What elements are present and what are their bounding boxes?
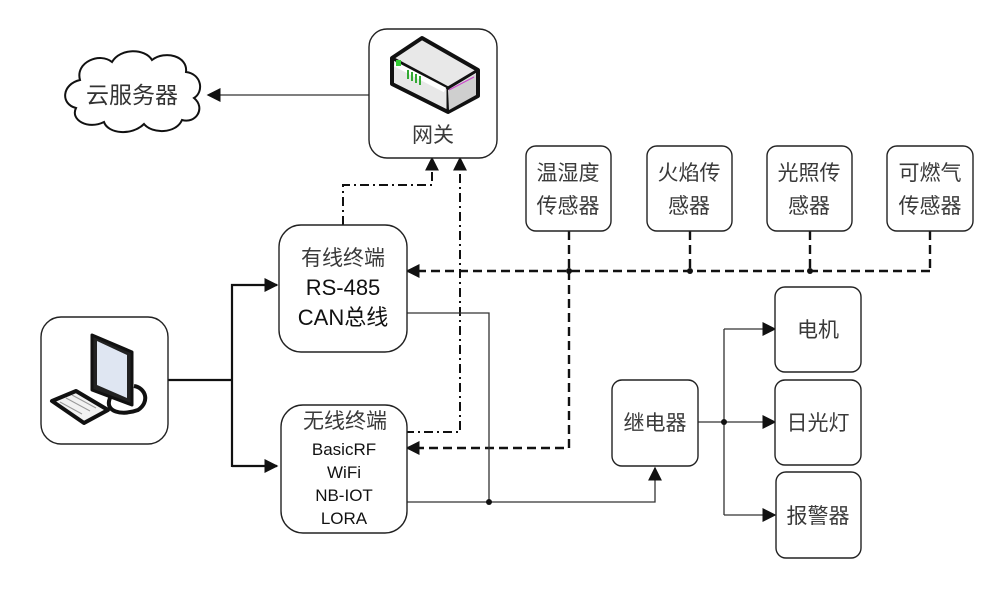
wireless-terminal-node[interactable]: 无线终端 BasicRF WiFi NB-IOT LORA bbox=[280, 404, 408, 534]
sensor-label-line2: 感器 bbox=[788, 194, 830, 218]
edge-wired-to-gateway bbox=[342, 156, 439, 225]
sensor-label-line2: 感器 bbox=[668, 194, 710, 218]
edge-terminals-to-relay bbox=[407, 312, 662, 505]
wireless-protocol-wifi: WiFi bbox=[327, 463, 361, 482]
sensor-label-line2: 传感器 bbox=[899, 194, 962, 218]
sensor-node-gas[interactable]: 可燃气 传感器 bbox=[886, 145, 974, 232]
edge-sensor-bus bbox=[405, 231, 932, 455]
sensor-node-flame[interactable]: 火焰传 感器 bbox=[646, 145, 733, 232]
edge-relay-to-actuators bbox=[698, 322, 777, 522]
relay-node[interactable]: 继电器 bbox=[611, 379, 699, 467]
actuator-label: 电机 bbox=[797, 318, 839, 342]
wired-terminal-title: 有线终端 bbox=[301, 246, 385, 270]
edge-pc-to-terminals bbox=[168, 278, 279, 473]
sensor-label-line1: 火焰传 bbox=[658, 161, 721, 185]
gateway-node[interactable]: 网关 bbox=[368, 28, 498, 159]
gateway-label: 网关 bbox=[412, 123, 454, 147]
wireless-protocol-lora: LORA bbox=[321, 509, 368, 528]
pc-node[interactable] bbox=[40, 316, 169, 445]
computer-icon bbox=[50, 333, 148, 425]
wired-terminal-node[interactable]: 有线终端 RS-485 CAN总线 bbox=[278, 224, 408, 353]
sensor-label-line1: 温湿度 bbox=[537, 161, 600, 185]
sensor-label-line2: 传感器 bbox=[537, 194, 600, 218]
sensor-node-light[interactable]: 光照传 感器 bbox=[766, 145, 853, 232]
wired-terminal-protocol-can: CAN总线 bbox=[298, 305, 388, 330]
wireless-protocol-basicrf: BasicRF bbox=[312, 440, 376, 459]
cloud-server-label: 云服务器 bbox=[86, 83, 178, 109]
sensor-label-line1: 可燃气 bbox=[899, 161, 962, 185]
actuator-node-fluorescent-lamp[interactable]: 日光灯 bbox=[774, 379, 862, 466]
actuator-node-alarm[interactable]: 报警器 bbox=[775, 471, 862, 559]
router-icon bbox=[390, 36, 480, 114]
edge-wireless-to-gateway bbox=[386, 156, 467, 433]
cloud-server-node[interactable]: 云服务器 bbox=[64, 50, 202, 133]
sensor-label-line1: 光照传 bbox=[778, 161, 841, 185]
wired-terminal-protocol-rs485: RS-485 bbox=[306, 275, 381, 300]
sensor-node-temp-humidity[interactable]: 温湿度 传感器 bbox=[525, 145, 612, 232]
actuator-node-motor[interactable]: 电机 bbox=[774, 286, 862, 373]
actuator-label: 报警器 bbox=[787, 504, 850, 528]
cloud-icon bbox=[64, 50, 202, 133]
wireless-protocol-nbiot: NB-IOT bbox=[315, 486, 373, 505]
relay-label: 继电器 bbox=[624, 411, 687, 435]
wireless-terminal-title: 无线终端 bbox=[303, 409, 387, 433]
actuator-label: 日光灯 bbox=[787, 411, 850, 435]
